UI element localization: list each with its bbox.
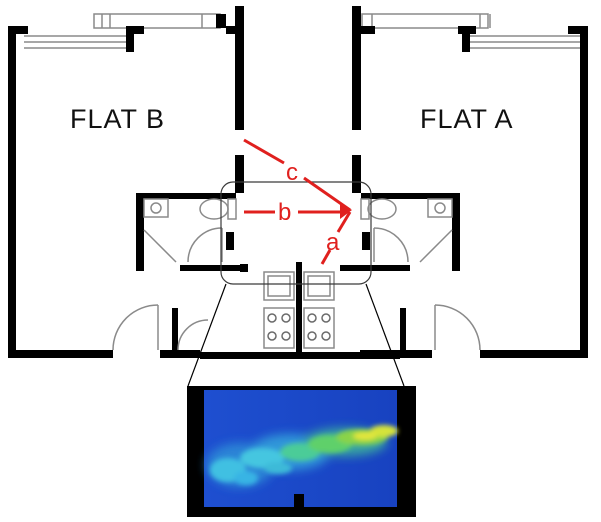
simulation-inlet [294,494,304,507]
flat-a-doors [434,304,481,351]
flat-b-label: FLAT B [70,104,165,134]
flat-a-label: FLAT A [420,104,514,134]
path-c-label: c [286,159,298,186]
flat-b-walls [8,6,248,358]
path-a-label: a [326,229,340,256]
flat-a-bathroom-fixtures [360,198,453,263]
flat-a-walls [340,6,588,358]
path-a-line-bottom [320,249,332,265]
flat-b-bathroom-fixtures [143,198,237,263]
flat-a-plan: FLAT A [340,6,588,358]
simulation-inset [187,386,416,517]
flat-a-balcony [361,13,580,49]
zoom-connector-lines [187,283,405,387]
stove-burners [267,313,331,341]
path-arrowhead [340,203,352,219]
flat-b-doors [112,304,209,351]
focus-region-outline [220,181,372,285]
path-b-label: b [278,199,291,226]
concentration-plume [206,425,398,487]
flat-b-plan: FLAT B [8,6,248,358]
path-c-line-left [243,138,285,165]
flat-b-balcony [24,13,221,49]
path-a-line-top [336,211,352,233]
kitchen-area [200,262,400,359]
